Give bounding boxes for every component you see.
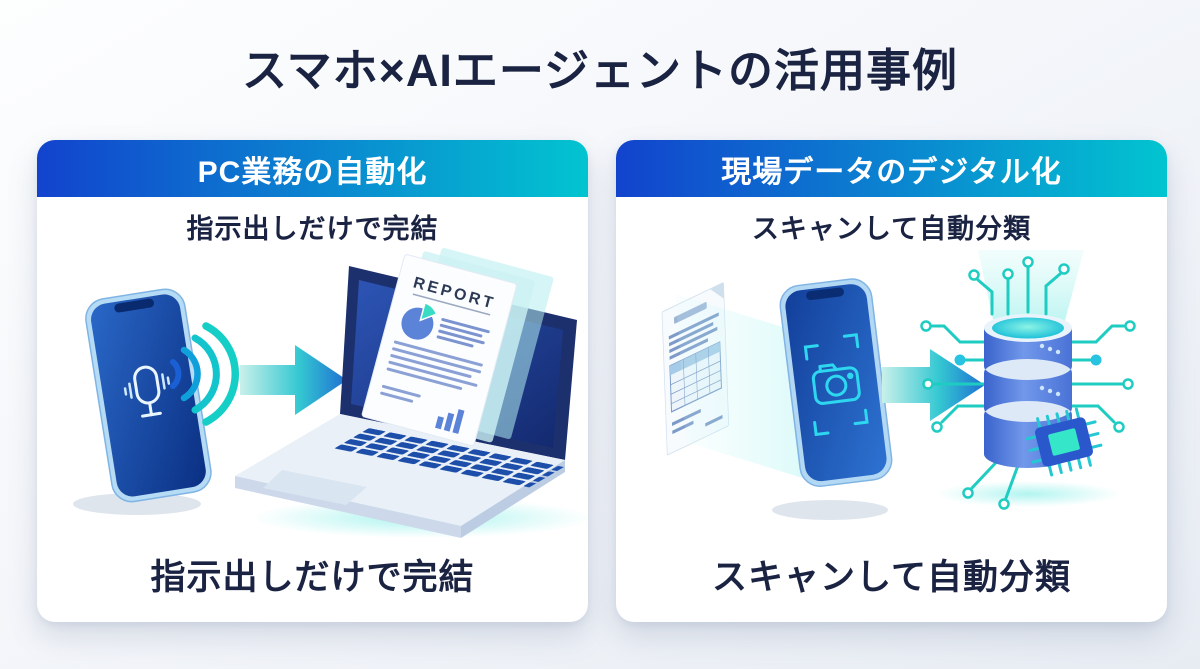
arrow-right-icon (240, 345, 347, 415)
card-caption: スキャンして自動分類 (712, 558, 1071, 597)
card-header-bar: 現場データのデジタル化 (616, 140, 1167, 197)
upload-beam (978, 250, 1084, 324)
phone-shadow (73, 493, 201, 515)
smartphone-icon (779, 278, 893, 487)
card-header-bar: PC業務の自動化 (37, 140, 588, 197)
camera-icon (811, 363, 861, 405)
smartphone-icon (85, 288, 212, 503)
pie-chart-icon (401, 301, 438, 340)
page-title: スマホ×AIエージェントの活用事例 (241, 45, 959, 96)
card-header-label: PC業務の自動化 (197, 155, 428, 189)
card-subtitle: 指示出しだけで完結 (186, 214, 439, 244)
cpu-chip-icon (1025, 407, 1103, 477)
sound-waves-icon (170, 322, 240, 426)
voice-automation-illustration: REPORT (37, 246, 588, 548)
phone-shadow (772, 500, 888, 520)
voice-automation-svg: REPORT (73, 248, 588, 538)
card-field-digitization: 現場データのデジタル化 スキャンして自動分類 (616, 140, 1167, 622)
circuit-traces-icon (920, 256, 1136, 510)
scan-digitization-svg (661, 250, 1136, 520)
card-subtitle: スキャンして自動分類 (751, 214, 1032, 244)
card-pc-automation: PC業務の自動化 指示出しだけで完結 (37, 140, 588, 622)
scan-digitization-illustration (616, 246, 1167, 548)
scan-frame-icon (803, 333, 869, 437)
touchpad (263, 470, 367, 505)
database-glow (936, 481, 1120, 507)
bar-chart-icon (435, 409, 465, 434)
report-document-icon: REPORT (361, 248, 554, 447)
card-header-label: 現場データのデジタル化 (721, 155, 1062, 189)
card-caption: 指示出しだけで完結 (150, 558, 475, 597)
microphone-icon (123, 365, 171, 418)
